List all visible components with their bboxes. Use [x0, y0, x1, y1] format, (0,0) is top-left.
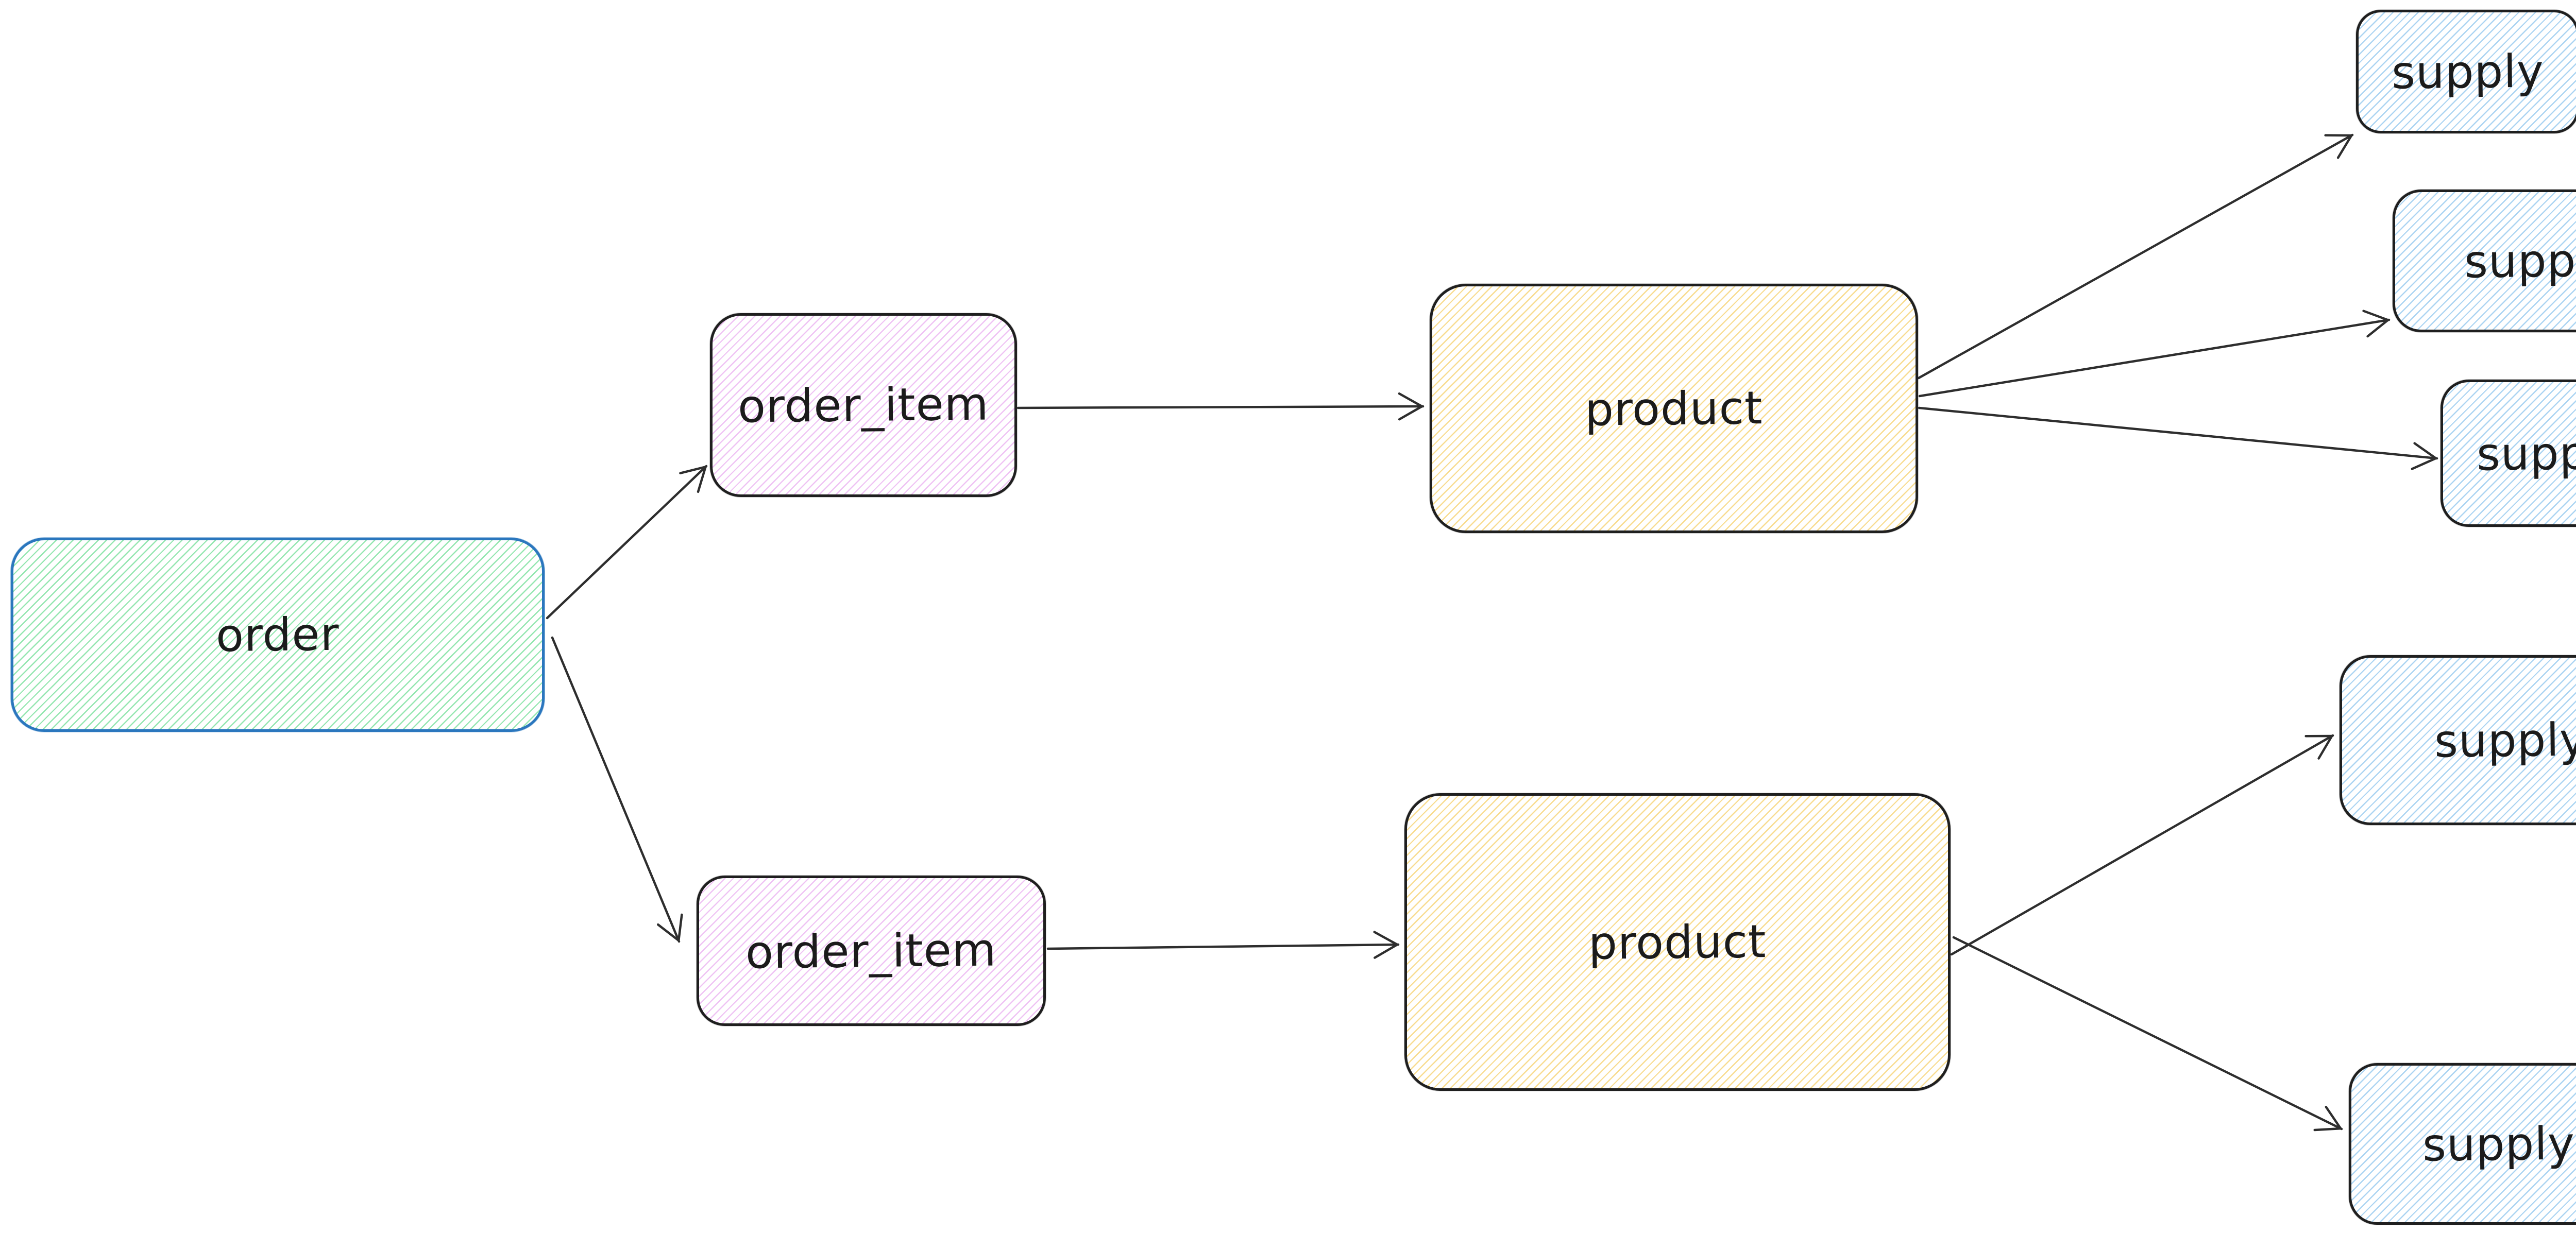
arrow-shaft — [1016, 392, 1425, 421]
arrow-shaft — [551, 636, 683, 943]
arrow-order-to-order-item-bottom[interactable] — [551, 636, 683, 943]
arrow-product-top-to-supply-2[interactable] — [1918, 310, 2391, 398]
arrow-shaft — [1950, 734, 2334, 956]
arrow-shaft — [1952, 936, 2343, 1132]
arrow-shaft — [1918, 406, 2438, 470]
node-order[interactable]: order — [11, 538, 545, 732]
node-supply-3[interactable]: supply — [2441, 380, 2576, 527]
node-product-top-label: product — [1584, 381, 1764, 436]
node-order-item-top-label: order_item — [737, 377, 990, 433]
arrow-shaft — [1046, 931, 1400, 959]
arrow-order-item-bottom-to-product-bottom[interactable] — [1046, 931, 1400, 959]
arrow-product-top-to-supply-1[interactable] — [1917, 133, 2354, 380]
node-supply-2-label: supply — [2464, 233, 2576, 288]
node-product-top[interactable]: product — [1430, 284, 1918, 533]
arrow-order-item-top-to-product-top[interactable] — [1016, 392, 1425, 421]
node-order-item-bottom-label: order_item — [745, 922, 997, 979]
arrow-shaft — [546, 465, 708, 620]
node-supply-3-label: supply — [2476, 425, 2576, 481]
arrow-shaft — [1918, 310, 2391, 398]
node-product-bottom[interactable]: product — [1404, 793, 1951, 1091]
node-order-item-top[interactable]: order_item — [710, 313, 1017, 497]
node-supply-4[interactable]: supply — [2340, 655, 2576, 825]
node-order-item-bottom[interactable]: order_item — [697, 876, 1046, 1026]
node-product-bottom-label: product — [1588, 914, 1767, 970]
node-supply-5[interactable]: supply — [2349, 1063, 2576, 1225]
node-supply-1[interactable]: supply — [2356, 10, 2576, 133]
node-order-label: order — [215, 607, 340, 662]
node-supply-5-label: supply — [2422, 1116, 2575, 1172]
arrow-product-bottom-to-supply-5[interactable] — [1952, 936, 2343, 1132]
node-supply-4-label: supply — [2434, 712, 2576, 768]
arrow-product-bottom-to-supply-4[interactable] — [1950, 734, 2334, 956]
node-supply-2[interactable]: supply — [2393, 190, 2576, 332]
node-supply-1-label: supply — [2391, 44, 2544, 99]
arrow-order-to-order-item-top[interactable] — [546, 465, 708, 620]
arrow-product-top-to-supply-3[interactable] — [1918, 406, 2438, 470]
arrow-shaft — [1917, 133, 2354, 380]
